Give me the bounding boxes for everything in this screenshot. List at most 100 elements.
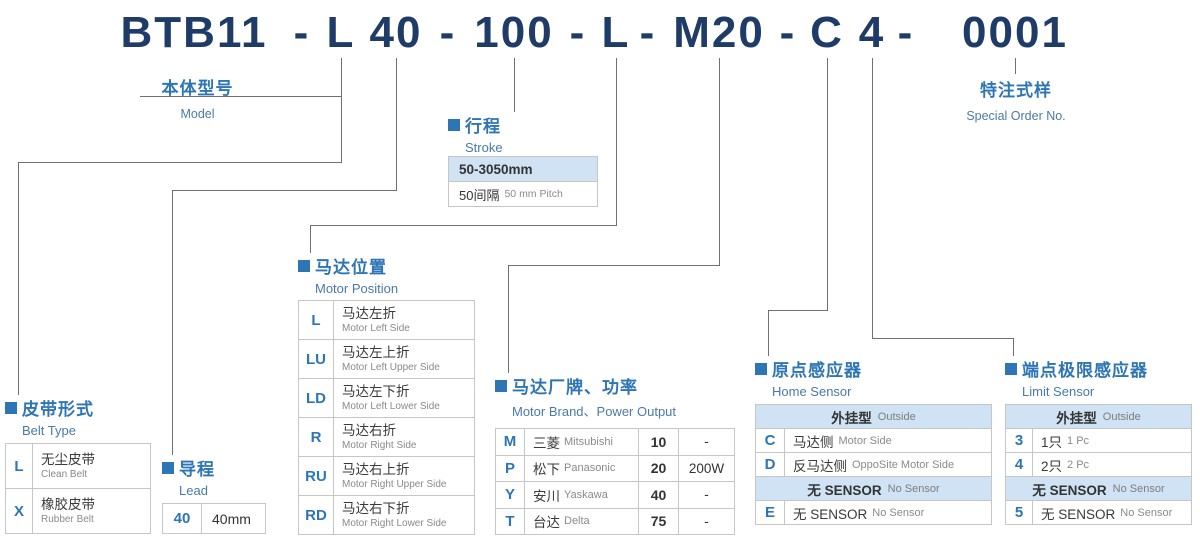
model-label-zh: 本体型号 [161, 79, 234, 98]
special-order-label-en: Special Order No. [966, 109, 1066, 123]
lead-title-zh-text: 导程 [179, 460, 215, 479]
lead-table: 40 40mm [162, 503, 266, 534]
power-code-cell: 75 [638, 508, 678, 534]
stroke-title-zh: 行程 [448, 112, 503, 137]
motor-brand-table: M 三菱 Mitsubishi 10 - P 松下 Panasonic 20 2… [495, 428, 735, 535]
code-segment-hyphen: - [639, 8, 657, 57]
code-segment-limit-sensor: 4 [858, 8, 886, 57]
band-zh: 外挂型 [831, 410, 872, 426]
band-zh: 无 SENSOR [807, 482, 882, 498]
callout-line-motor-position-h [310, 225, 617, 226]
band-en: No Sensor [887, 482, 940, 495]
brand-cell: 台达 Delta [524, 508, 638, 534]
code-segment-hyphen: - [569, 8, 587, 57]
brand-zh: 三菱 [533, 435, 560, 451]
desc-cell: 反马达侧 OppoSite Motor Side [784, 453, 991, 476]
lead-title-zh: 导程 [162, 455, 215, 480]
stroke-section-header: 行程 Stroke [448, 112, 503, 155]
code-cell: D [764, 456, 776, 473]
callout-line-lead-h [172, 190, 397, 191]
belt-type-title-en: Belt Type [22, 423, 76, 438]
code-cell: 40 [173, 510, 191, 527]
brand-en: Delta [564, 515, 590, 528]
power-code-cell: 40 [638, 482, 678, 508]
code-segment-belt-type: L [326, 8, 356, 57]
code-cell: 5 [1014, 504, 1024, 521]
code-cell: X [13, 502, 24, 520]
code-cell: C [764, 432, 776, 449]
code-segment-stroke: 100 [474, 8, 554, 57]
desc-zh: 马达右下折 [342, 500, 410, 516]
code-cell: Y [504, 486, 515, 504]
home-sensor-section-header: 原点感应器 Home Sensor [755, 356, 862, 399]
brand-zh: 安川 [533, 488, 560, 504]
table-row: D 反马达侧 OppoSite Motor Side [756, 453, 991, 477]
brand-en: Mitsubishi [564, 435, 613, 448]
desc-en: 1 Pc [1067, 434, 1090, 447]
lead-section-header: 导程 Lead [162, 455, 215, 498]
section-marker-icon [5, 401, 17, 414]
table-row: L 马达左折 Motor Left Side [299, 301, 474, 340]
desc-en: No Sensor [1120, 506, 1173, 519]
home-sensor-title-zh-text: 原点感应器 [772, 361, 862, 380]
desc-cell: 马达左下折 Motor Left Lower Side [333, 379, 474, 417]
desc-cell: 1只 1 Pc [1032, 429, 1191, 452]
table-row: M 三菱 Mitsubishi 10 - [496, 429, 734, 456]
code-segment-home-sensor: C [810, 8, 844, 57]
home-sensor-title-zh: 原点感应器 [755, 356, 862, 381]
table-row: 3 1只 1 Pc [1006, 429, 1191, 453]
table-row: 4 2只 2 Pc [1006, 453, 1191, 477]
special-order-label-zh: 特注式样 [980, 81, 1052, 100]
limit-sensor-title-en: Limit Sensor [1022, 384, 1095, 399]
brand-en: Panasonic [564, 462, 616, 475]
callout-line-limit-sensor-h [872, 338, 1014, 339]
lead-value-cell: 40mm [201, 504, 265, 533]
limit-sensor-table: 外挂型 Outside 3 1只 1 Pc 4 2只 2 Pc 无 SENSOR… [1005, 404, 1192, 525]
watt-cell: - [678, 508, 734, 534]
special-order-label: 特注式样 Special Order No. [941, 76, 1091, 123]
desc-cell: 马达右折 Motor Right Side [333, 418, 474, 456]
code-segment-special-order: 0001 [962, 8, 1068, 57]
table-row: LU 马达左上折 Motor Left Upper Side [299, 340, 474, 379]
brand-cell: 三菱 Mitsubishi [524, 429, 638, 455]
model-label-en: Model [180, 107, 215, 121]
callout-line-belt-v2 [18, 162, 19, 395]
band-zh: 外挂型 [1056, 410, 1097, 426]
callout-line-stroke-v [514, 58, 515, 112]
desc-cell: 无尘皮带 Clean Belt [32, 444, 150, 488]
motor-position-title-en: Motor Position [315, 281, 399, 296]
code-cell: RU [305, 467, 327, 485]
desc-en: Motor Left Side [342, 322, 410, 334]
desc-zh: 无尘皮带 [41, 451, 95, 467]
desc-en: Motor Right Side [342, 439, 417, 451]
table-row: RD 马达右下折 Motor Right Lower Side [299, 496, 474, 535]
desc-zh: 马达侧 [793, 434, 834, 450]
callout-line-belt-v1 [341, 58, 342, 162]
belt-type-section-header: 皮带形式 Belt Type [5, 395, 94, 438]
desc-cell: 马达左折 Motor Left Side [333, 301, 474, 339]
code-segment-hyphen: - [779, 8, 797, 57]
desc-en: Motor Side [838, 434, 892, 447]
table-row: T 台达 Delta 75 - [496, 508, 734, 535]
callout-line-lead-v2 [172, 190, 173, 455]
desc-zh: 橡胶皮带 [41, 496, 95, 512]
brand-zh: 松下 [533, 462, 560, 478]
stroke-pitch-row: 50间隔 50 mm Pitch [449, 182, 597, 207]
motor-position-title-zh: 马达位置 [298, 253, 398, 278]
table-row: 5 无 SENSOR No Sensor [1006, 501, 1191, 525]
desc-cell: 马达左上折 Motor Left Upper Side [333, 340, 474, 378]
desc-en: Motor Right Lower Side [342, 517, 447, 529]
code-cell: L [14, 457, 24, 475]
motor-position-table: L 马达左折 Motor Left Side LU 马达左上折 Motor Le… [298, 300, 475, 535]
outside-band-row: 外挂型 Outside [756, 405, 991, 429]
table-row: 40 40mm [163, 504, 265, 534]
code-segment-motor-brand: M20 [673, 8, 765, 57]
callout-line-motor-brand-h [508, 265, 720, 266]
code-cell: R [310, 428, 322, 446]
band-en: No Sensor [1112, 482, 1165, 495]
motor-position-section-header: 马达位置 Motor Position [298, 253, 398, 296]
stroke-range-row: 50-3050mm [449, 157, 597, 182]
code-segment-hyphen: - [439, 8, 457, 57]
section-marker-icon [1005, 362, 1017, 375]
desc-zh: 1只 [1041, 434, 1063, 450]
